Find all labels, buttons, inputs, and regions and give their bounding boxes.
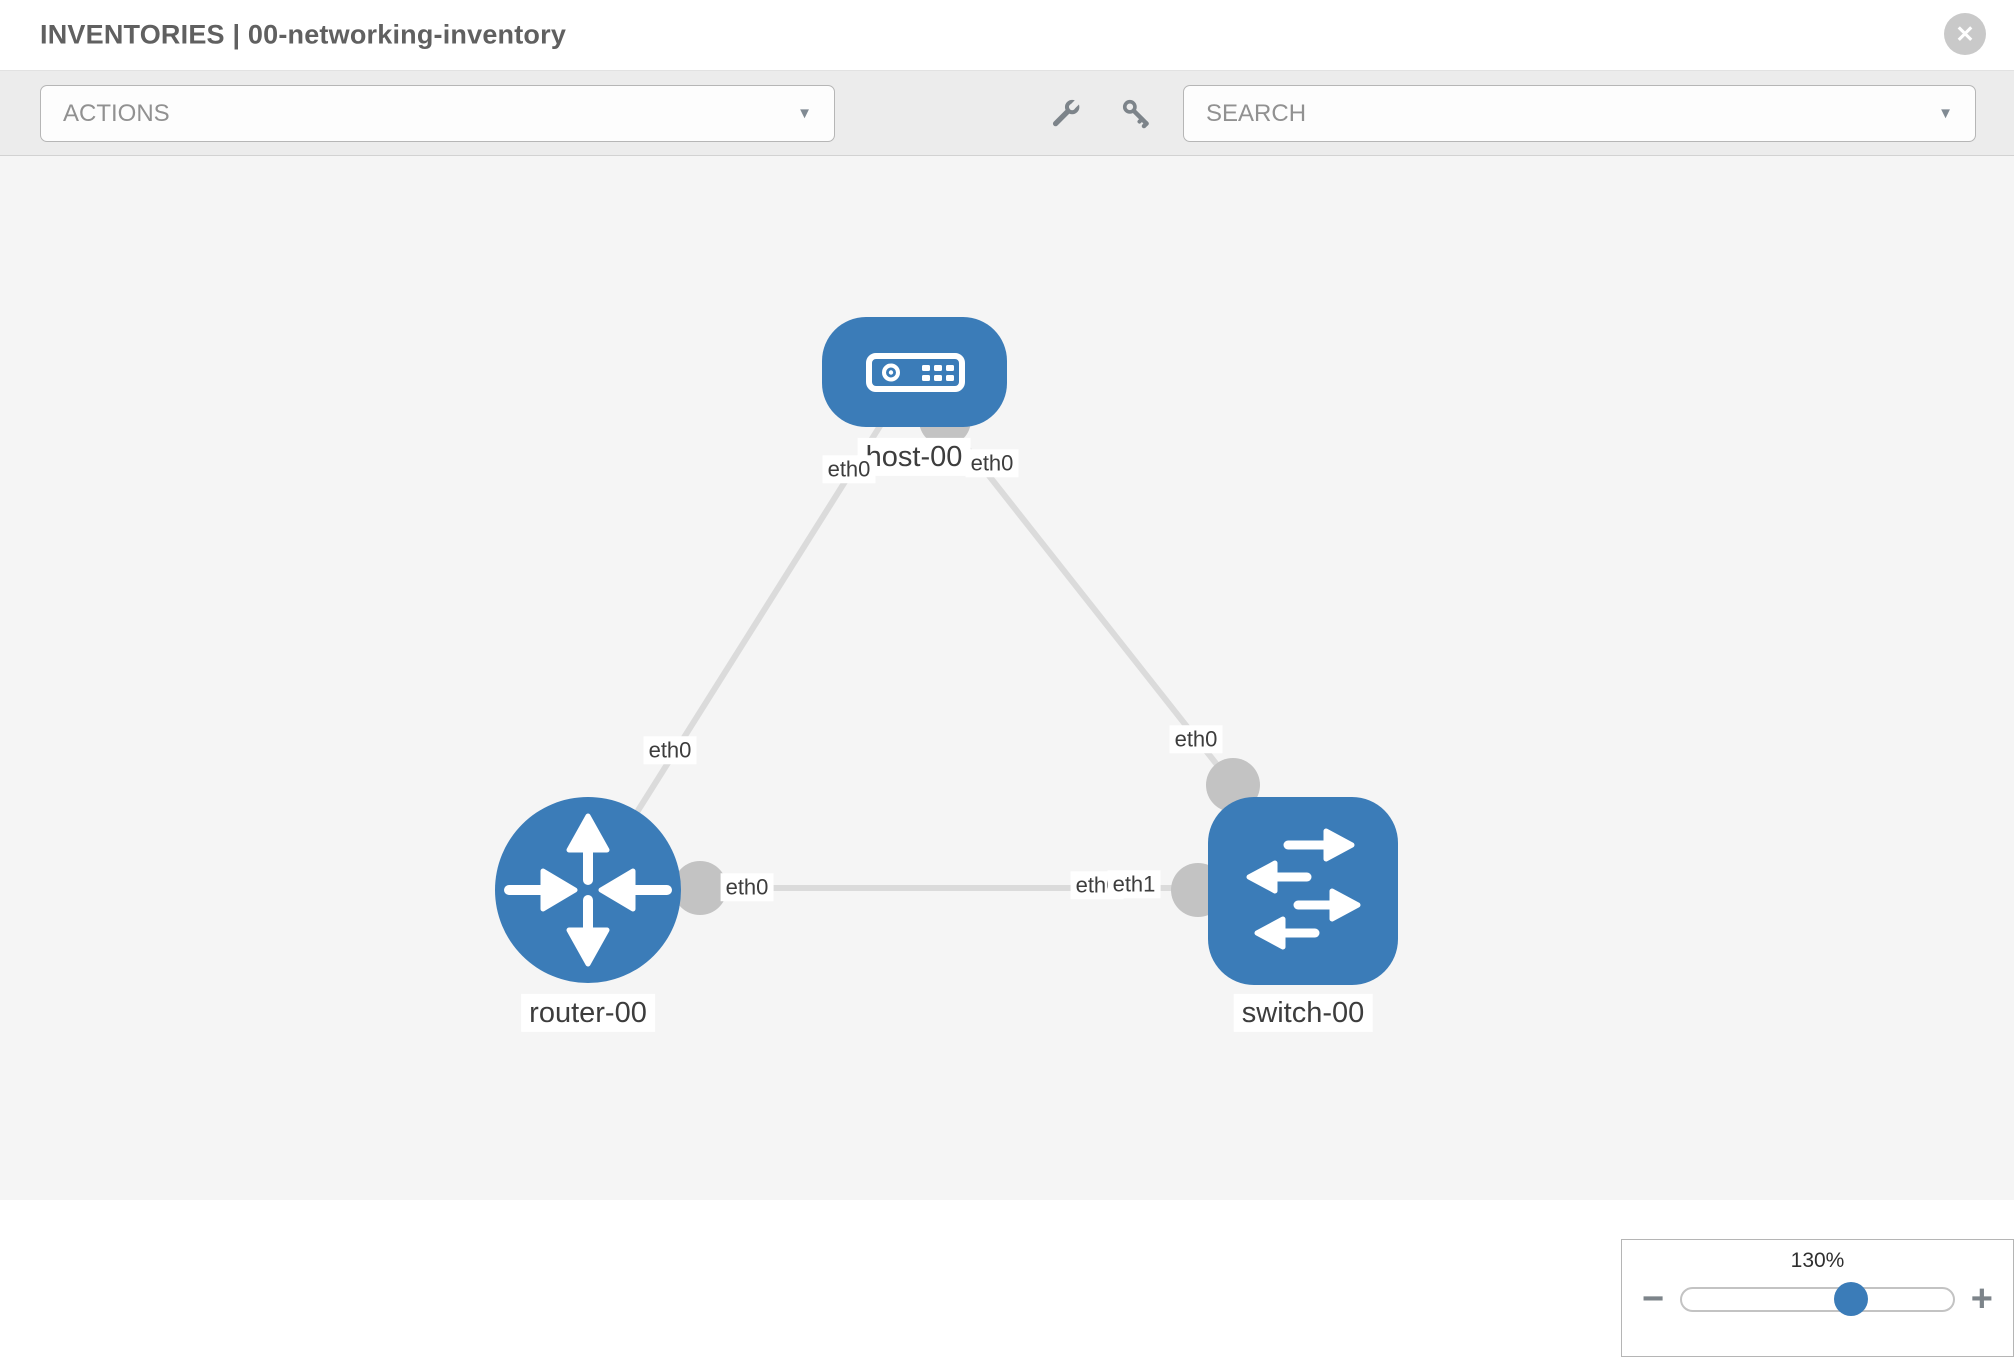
search-dropdown-label: SEARCH [1206,99,1307,127]
node-label-switch: switch-00 [1233,993,1373,1033]
toolbar: ACTIONS ▼ SEARCH ▼ [0,71,2014,156]
key-button[interactable] [1119,96,1153,130]
header: INVENTORIES | 00-networking-inventory ✕ [0,0,2014,71]
node-label-host: host-00 [857,437,971,477]
node-router-00[interactable] [495,797,681,983]
interface-label: eth0 [822,455,876,483]
interface-label: eth0 [1169,725,1223,753]
link-host-00-switch-00[interactable] [942,418,1236,787]
router-arrows-icon [504,813,672,967]
close-icon: ✕ [1955,20,1975,47]
node-label-router: router-00 [521,993,655,1033]
interface-label: eth0 [965,449,1019,477]
zoom-level-label: 130% [1790,1249,1845,1272]
interface-connector [673,861,727,915]
switch-arrows-icon [1246,828,1361,950]
zoom-slider-track[interactable] [1680,1282,1955,1316]
topology-canvas[interactable]: host-00 eth0 eth0 eth0 eth0 eth0 eth0 et… [0,156,2014,1357]
interface-label: eth0 [720,873,774,901]
zoom-out-button[interactable]: − [1642,1278,1665,1320]
node-switch-00[interactable] [1208,797,1398,985]
actions-dropdown[interactable]: ACTIONS ▼ [40,85,835,142]
chevron-down-icon: ▼ [797,105,812,122]
node-host-00[interactable] [822,317,1007,427]
chevron-down-icon: ▼ [1938,105,1953,122]
actions-dropdown-label: ACTIONS [63,99,170,127]
interface-label: eth1 [1107,870,1161,898]
zoom-in-button[interactable]: + [1970,1278,1993,1320]
key-icon [1122,99,1149,129]
wrench-button[interactable] [1049,96,1083,130]
zoom-slider-knob[interactable] [1834,1282,1869,1316]
search-dropdown[interactable]: SEARCH ▼ [1183,85,1976,142]
wrench-icon [1052,96,1083,127]
page-title: INVENTORIES | 00-networking-inventory [40,19,567,50]
interface-label: eth0 [643,736,697,764]
host-device-icon [866,353,965,392]
zoom-panel: 130% − + [1621,1239,2014,1357]
close-button[interactable]: ✕ [1944,13,1986,55]
